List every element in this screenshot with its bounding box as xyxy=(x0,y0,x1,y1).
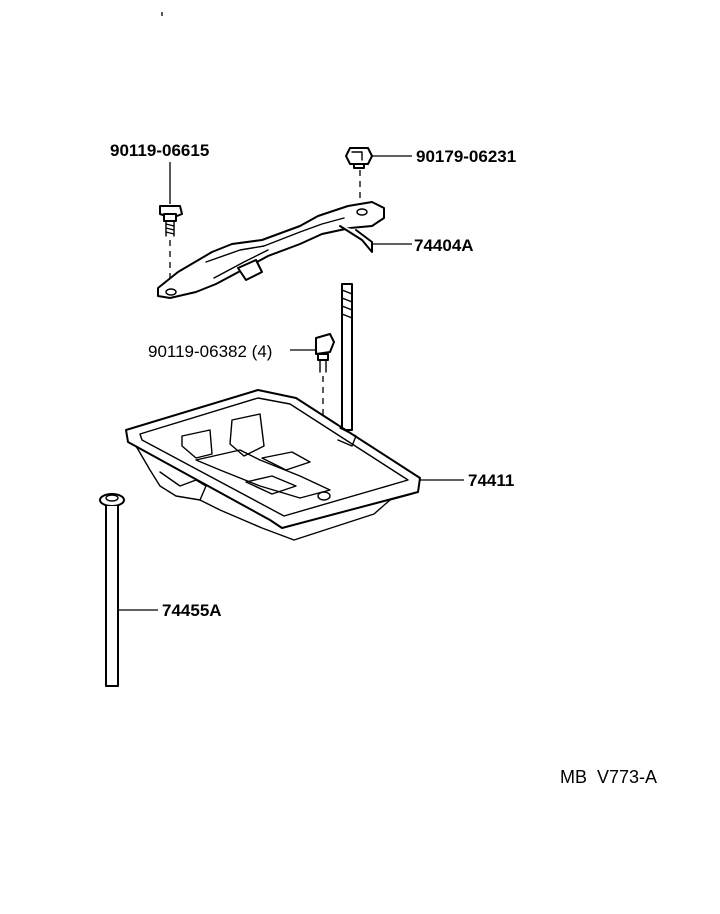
tray-74411 xyxy=(125,389,464,541)
label-74404A: 74404A xyxy=(414,236,474,255)
rod-threaded xyxy=(341,283,353,431)
bolt-90119-06615 xyxy=(159,162,183,285)
label-90179-06231: 90179-06231 xyxy=(416,147,516,166)
label-90119-06615: 90119-06615 xyxy=(110,141,209,160)
label-74455A: 74455A xyxy=(162,601,222,620)
label-90119-06382: 90119-06382 (4) xyxy=(148,342,272,361)
clamp-74404A xyxy=(157,201,412,299)
label-74411: 74411 xyxy=(468,471,514,490)
rod-74455A xyxy=(99,493,158,687)
reference-code: MB V773-A xyxy=(560,767,657,787)
bolt-90179-06231 xyxy=(345,147,412,212)
